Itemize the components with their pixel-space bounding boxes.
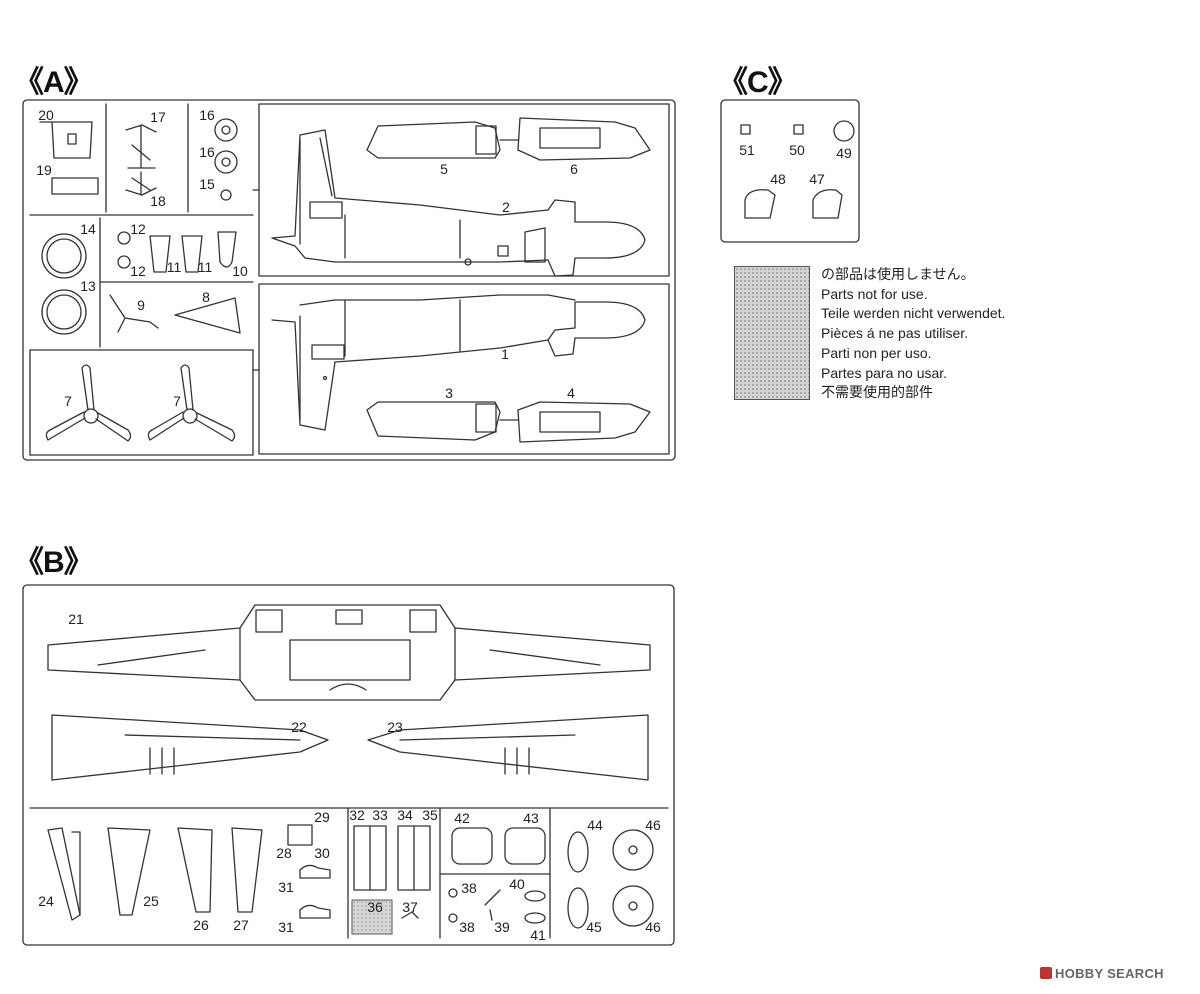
part-number: 3: [445, 385, 453, 401]
part-number: 42: [454, 810, 470, 826]
note-line-fr: Pièces á ne pas utiliser.: [821, 325, 969, 342]
unused-parts-note: の部品は使用しません。 Parts not for use. Teile wer…: [821, 265, 1005, 403]
part-number: 39: [494, 919, 510, 935]
part-number: 32: [349, 807, 365, 823]
part-number: 7: [173, 393, 181, 409]
part-number: 11: [167, 259, 182, 275]
note-line-it: Parti non per uso.: [821, 344, 932, 361]
part-number: 12: [130, 263, 146, 279]
note-line-es: Partes para no usar.: [821, 364, 948, 381]
small-parts-a: [39, 118, 241, 442]
part-number: 22: [291, 719, 307, 735]
part-number: 31: [278, 879, 294, 895]
part-number: 48: [770, 171, 786, 187]
part-number: 9: [137, 297, 145, 313]
part-number: 28: [276, 845, 292, 861]
part-number: 17: [150, 109, 166, 125]
part-number: 41: [530, 927, 546, 943]
part-number: 30: [314, 845, 330, 861]
sprue-a-frame: [22, 99, 676, 461]
small-parts-b: [47, 824, 654, 935]
part-number: 8: [202, 289, 210, 305]
section-c-label: 《C》: [718, 66, 798, 99]
part-number: 16: [199, 107, 215, 123]
part-number: 44: [587, 817, 603, 833]
watermark-text: HOBBY SEARCH: [1055, 966, 1164, 981]
part-number: 10: [232, 263, 248, 279]
part-number: 51: [739, 142, 755, 158]
part-number: 43: [523, 810, 539, 826]
part-number: 40: [509, 876, 525, 892]
part-number: 24: [38, 893, 54, 909]
watermark-logo: HOBBY SEARCH: [1040, 966, 1164, 981]
part-number: 36: [367, 899, 383, 915]
part-number: 23: [387, 719, 403, 735]
part-number: 14: [80, 221, 96, 237]
part-number: 46: [645, 919, 661, 935]
part-number: 37: [402, 899, 418, 915]
part-number: 5: [440, 161, 448, 177]
part-number: 49: [836, 145, 852, 161]
fuselage-half-1: [271, 294, 646, 431]
sprue-c-frame: [720, 99, 860, 243]
part-number: 15: [199, 176, 215, 192]
part-number: 46: [645, 817, 661, 833]
part-number: 31: [278, 919, 294, 935]
part-number: 34: [397, 807, 413, 823]
logo-mark-icon: [1040, 967, 1052, 979]
part-number: 35: [422, 807, 438, 823]
note-line-ja: の部品は使用しません。: [821, 266, 975, 282]
note-line-de: Teile werden nicht verwendet.: [821, 305, 1006, 322]
part-number: 47: [809, 171, 825, 187]
part-number: 2: [502, 199, 510, 215]
note-line-zh: 不需要使用的部件: [821, 384, 933, 401]
part-number: 13: [80, 278, 96, 294]
part-number: 38: [461, 880, 477, 896]
part-number: 16: [199, 144, 215, 160]
part-number: 11: [198, 259, 213, 275]
part-number: 1: [501, 346, 509, 362]
part-number: 50: [789, 142, 805, 158]
part-number: 4: [567, 385, 575, 401]
unused-parts-swatch: [734, 266, 810, 400]
engine-cowl-parts: [366, 117, 651, 443]
part-number: 45: [586, 919, 602, 935]
wing-upper-22-23: [51, 714, 649, 781]
part-number: 29: [314, 809, 330, 825]
fuselage-half-2: [271, 129, 646, 277]
wing-lower-21: [47, 604, 651, 701]
section-a-label: 《A》: [14, 66, 94, 99]
part-number: 6: [570, 161, 578, 177]
part-number: 27: [233, 917, 249, 933]
section-b-label: 《B》: [14, 546, 94, 579]
part-number: 7: [64, 393, 72, 409]
part-number: 21: [68, 611, 84, 627]
sprue-b-frame: [22, 584, 675, 946]
part-number: 19: [36, 162, 52, 178]
part-number: 33: [372, 807, 388, 823]
part-number: 18: [150, 193, 166, 209]
note-line-en: Parts not for use.: [821, 285, 928, 302]
part-number: 25: [143, 893, 159, 909]
part-number: 20: [38, 107, 54, 123]
part-number: 12: [130, 221, 146, 237]
part-number: 26: [193, 917, 209, 933]
part-number: 38: [459, 919, 475, 935]
